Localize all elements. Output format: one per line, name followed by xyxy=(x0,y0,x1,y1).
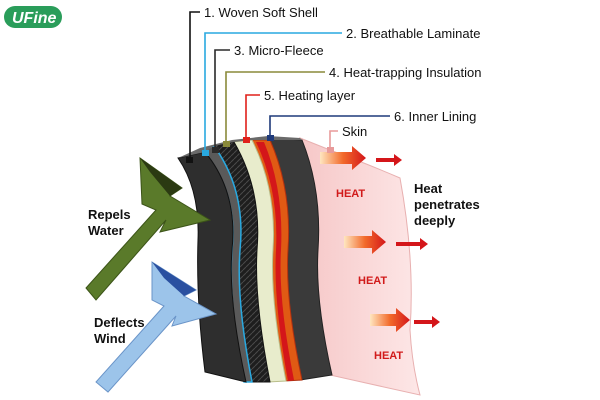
heat-label-3: HEAT xyxy=(374,350,403,362)
heating-element-strip xyxy=(256,142,294,381)
leader-2 xyxy=(204,32,342,152)
leader-6 xyxy=(269,115,390,138)
leader-5 xyxy=(245,94,260,140)
leader-3 xyxy=(214,49,230,150)
label-water: Water xyxy=(88,223,124,238)
svg-text:UFine: UFine xyxy=(12,10,57,27)
label-repels: Repels xyxy=(88,207,131,222)
label-wind: Wind xyxy=(94,331,126,346)
label-breathable-laminate: 2. Breathable Laminate xyxy=(346,26,480,41)
leader-4 xyxy=(225,71,325,144)
heat-arrow-3 xyxy=(370,308,440,332)
leader-1 xyxy=(189,11,200,160)
label-micro-fleece: 3. Micro-Fleece xyxy=(234,43,324,58)
label-deeply: deeply xyxy=(414,213,456,228)
heat-arrow-2 xyxy=(344,230,428,254)
leader-markers xyxy=(186,135,334,163)
leader-skin xyxy=(329,130,338,150)
leader-lines xyxy=(189,11,390,160)
label-inner-lining: 6. Inner Lining xyxy=(394,109,476,124)
heat-label-1: HEAT xyxy=(336,188,365,200)
shell-top-edge xyxy=(178,136,302,158)
heat-label-2: HEAT xyxy=(358,275,387,287)
label-heating-layer: 5. Heating layer xyxy=(264,88,356,103)
label-penetrates: penetrates xyxy=(414,197,480,212)
label-heat-trapping-insulation: 4. Heat-trapping Insulation xyxy=(329,65,481,80)
label-woven-soft-shell: 1. Woven Soft Shell xyxy=(204,5,318,20)
deflects-wind-arrow xyxy=(95,261,218,393)
label-deflects: Deflects xyxy=(94,315,145,330)
ufine-logo: UFine xyxy=(4,6,62,28)
label-heat: Heat xyxy=(414,181,443,196)
label-skin: Skin xyxy=(342,124,367,139)
repels-water-arrow xyxy=(85,156,212,301)
